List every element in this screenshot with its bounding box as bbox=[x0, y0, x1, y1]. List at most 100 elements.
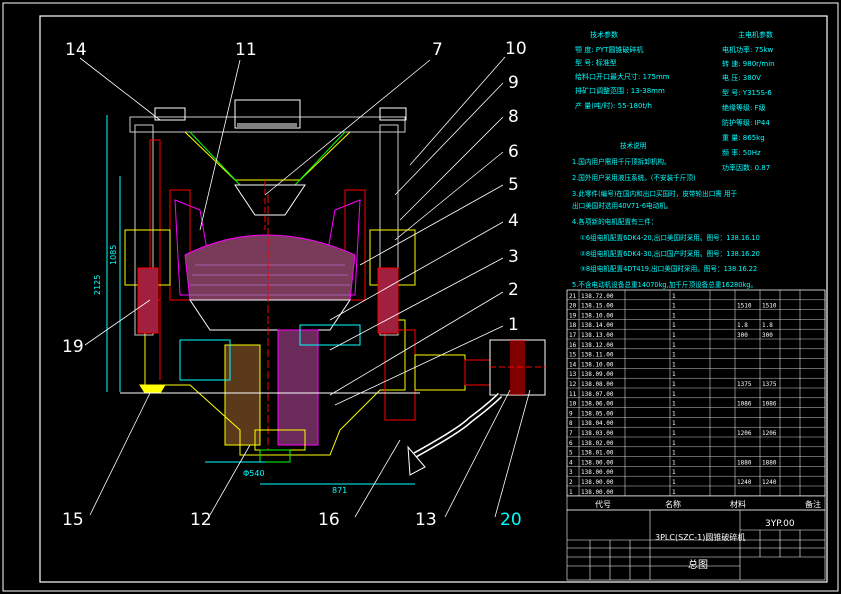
table-row: 15 138.11.00 1 bbox=[569, 352, 676, 359]
table-cell: 1 bbox=[672, 420, 676, 427]
balloon-9: 9 bbox=[508, 73, 519, 93]
table-cell: 1 bbox=[672, 469, 676, 476]
balloon-4: 4 bbox=[508, 211, 519, 231]
table-cell: 138.00.00 bbox=[581, 469, 614, 476]
tech-notes-line: ①6组电机配置6DK4-20,出口美国时采用。图号：138.16.10 bbox=[580, 233, 760, 242]
drawing-number: 3YP.00 bbox=[765, 519, 795, 529]
table-cell: 6 bbox=[569, 440, 573, 447]
balloon-7: 7 bbox=[432, 40, 443, 60]
table-cell: 1.8 bbox=[737, 322, 748, 329]
table-cell: 138.12.00 bbox=[581, 342, 614, 349]
table-cell: 1 bbox=[672, 312, 676, 319]
table-cell: 1 bbox=[672, 352, 676, 359]
table-cell: 1 bbox=[672, 371, 676, 378]
table-cell: 1510 bbox=[737, 303, 752, 310]
motor-params-line: 绝缘等级: F级 bbox=[722, 103, 766, 112]
title-block-text: 3PLC(SZC-1)圆锥破碎机 3YP.00 总图 bbox=[655, 519, 795, 571]
part-balloons: 14 11 7 10 9 8 6 5 4 3 2 1 19 15 12 16 1… bbox=[62, 39, 527, 530]
balloon-16: 16 bbox=[318, 510, 340, 530]
sheet-title: 总图 bbox=[688, 558, 708, 571]
dim-height-inner: 1085 bbox=[109, 245, 118, 265]
tech-notes-title: 技术说明 bbox=[620, 141, 647, 150]
tech-notes-line: ③8组电机配置4DT419,出口美国时采用。图号：138.16.22 bbox=[580, 264, 757, 273]
table-cell: 138.10.00 bbox=[581, 312, 614, 319]
balloon-11: 11 bbox=[235, 40, 257, 60]
table-cell: 14 bbox=[569, 361, 577, 368]
balloon-5: 5 bbox=[508, 175, 519, 195]
table-cell: 1 bbox=[672, 293, 676, 300]
leader-lines bbox=[79, 56, 531, 518]
table-cell: 1240 bbox=[762, 479, 777, 486]
tech-params-title: 技术参数 bbox=[590, 30, 618, 39]
table-cell: 1086 bbox=[737, 401, 752, 408]
bom-header-code: 代号 bbox=[595, 499, 611, 509]
balloon-2: 2 bbox=[508, 280, 519, 300]
table-cell: 1206 bbox=[762, 430, 777, 437]
table-cell: 15 bbox=[569, 352, 577, 359]
tech-params-line: 产 量(吨/时): 55-180t/h bbox=[575, 101, 652, 110]
table-cell: 21 bbox=[569, 293, 577, 300]
table-cell: 138.00.00 bbox=[581, 489, 614, 496]
table-cell: 12 bbox=[569, 381, 577, 388]
table-cell: 1 bbox=[672, 459, 676, 466]
table-cell: 3 bbox=[569, 469, 573, 476]
motor-params-line: 功率因数: 0.87 bbox=[722, 163, 770, 172]
table-cell: 1 bbox=[672, 391, 676, 398]
tech-params-block: 技术参数 颚 度: PYT圆锥破碎机 型 号: 标准型 给料口开口最大尺寸: 1… bbox=[575, 30, 670, 110]
tech-notes-line: 5.不含电动机设备总重14070kg,加千斤顶设备总重16280kg。 bbox=[572, 280, 757, 289]
table-cell: 1 bbox=[672, 489, 676, 496]
table-cell: 138.15.00 bbox=[581, 303, 614, 310]
table-cell: 10 bbox=[569, 401, 577, 408]
dim-width-lower: 871 bbox=[332, 486, 347, 495]
bom-header-remark: 备注 bbox=[805, 499, 821, 509]
motor-params-title: 主电机参数 bbox=[738, 30, 773, 39]
table-cell: 5 bbox=[569, 450, 573, 457]
table-cell: 138.02.00 bbox=[581, 440, 614, 447]
table-cell: 1.8 bbox=[762, 322, 773, 329]
dim-height-total: 2125 bbox=[93, 275, 102, 295]
tech-notes-block: 技术说明 1.国内用户需用千斤顶拆卸机构。 2.国外用户采用液压系统。(不安装千… bbox=[572, 141, 760, 289]
tech-notes-line: 出口美国时选用40V71-6电动机。 bbox=[572, 201, 672, 210]
table-cell: 138.01.00 bbox=[581, 450, 614, 457]
title-block bbox=[566, 509, 826, 581]
balloon-10: 10 bbox=[505, 39, 527, 59]
table-cell: 138.14.00 bbox=[581, 322, 614, 329]
tech-notes-line: 1.国内用户需用千斤顶拆卸机构。 bbox=[572, 157, 671, 166]
table-cell: 17 bbox=[569, 332, 577, 339]
motor-params-line: 频 率: 50Hz bbox=[722, 148, 761, 157]
table-cell: 11 bbox=[569, 391, 577, 398]
table-cell: 1 bbox=[672, 342, 676, 349]
table-cell: 138.00.00 bbox=[581, 479, 614, 486]
table-cell: 20 bbox=[569, 303, 577, 310]
table-cell: 18 bbox=[569, 322, 577, 329]
table-cell: 300 bbox=[737, 332, 748, 339]
table-cell: 138.07.00 bbox=[581, 391, 614, 398]
table-cell: 300 bbox=[762, 332, 773, 339]
tech-params-line: 颚 度: PYT圆锥破碎机 bbox=[575, 45, 643, 54]
table-cell: 138.08.00 bbox=[581, 381, 614, 388]
tech-params-line: 排矿口调整范围 : 13-38mm bbox=[575, 86, 665, 95]
tech-notes-line: 4.各项新的电机配置有三件： bbox=[572, 217, 657, 226]
balloon-12: 12 bbox=[190, 510, 212, 530]
motor-params-line: 防护等级: IP44 bbox=[722, 118, 770, 127]
table-cell: 138.03.00 bbox=[581, 430, 614, 437]
table-cell: 138.11.00 bbox=[581, 352, 614, 359]
tech-params-line: 给料口开口最大尺寸: 175mm bbox=[575, 72, 670, 81]
balloon-13: 13 bbox=[415, 510, 437, 530]
table-cell: 1 bbox=[672, 332, 676, 339]
table-cell: 1 bbox=[672, 479, 676, 486]
table-cell: 1375 bbox=[737, 381, 752, 388]
